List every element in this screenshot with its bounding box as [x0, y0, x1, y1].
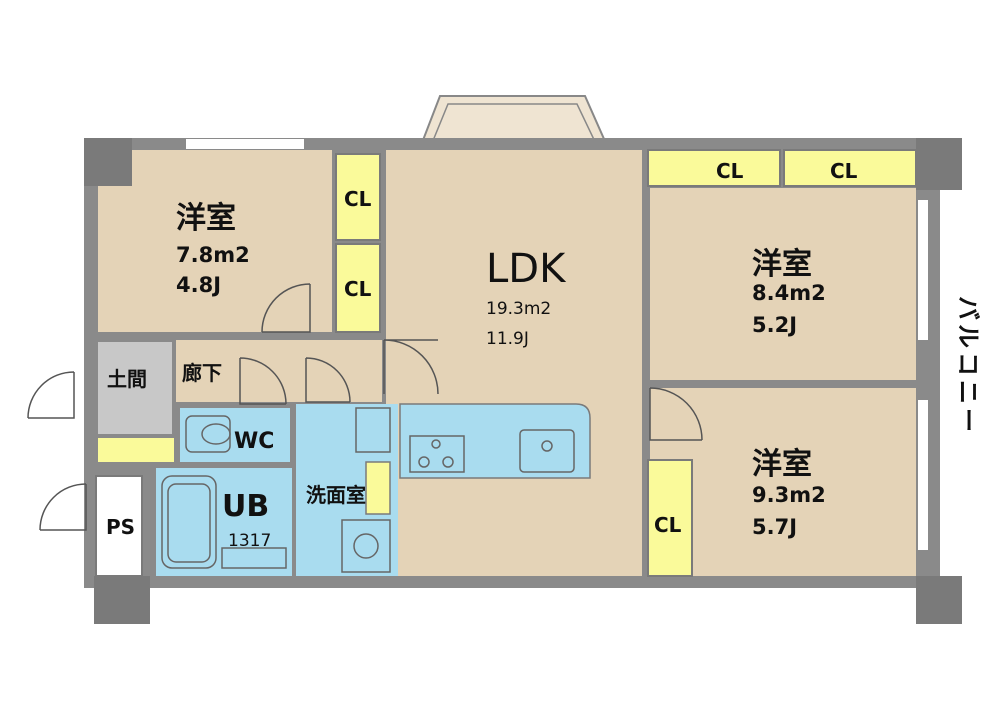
closet-4-label: CL: [830, 159, 858, 183]
svg-text:ル: ル: [954, 324, 982, 348]
svg-text:コ: コ: [954, 352, 982, 376]
ps-area: [95, 475, 143, 577]
hallway-floor: [176, 340, 382, 402]
washroom-label: 洗面室: [306, 483, 366, 507]
pillar-tl: [84, 138, 132, 186]
doma-label: 土間: [107, 367, 147, 391]
western-room-2-area: 8.4m2: [752, 281, 826, 305]
washroom-shelf: [365, 461, 391, 515]
closet-3-label: CL: [716, 159, 744, 183]
western-room-3-jo: 5.7J: [752, 515, 797, 539]
door-swings: [27, 283, 703, 531]
western-room-2-name: 洋室: [752, 247, 812, 282]
ldk-area: 19.3m2: [486, 299, 551, 319]
hallway-label: 廊下: [182, 361, 222, 385]
ldk-name: LDK: [486, 246, 567, 292]
closet-1: [335, 153, 381, 241]
closet-3: [647, 149, 781, 187]
closet-2-label: CL: [344, 277, 372, 301]
closet-5-label: CL: [654, 513, 682, 537]
western-room-1-jo: 4.8J: [176, 273, 221, 297]
western-room-2-jo: 5.2J: [752, 313, 797, 337]
entry-yellow: [98, 438, 174, 462]
ub-size: 1317: [228, 531, 271, 551]
western-room-3-floor: [650, 388, 916, 576]
svg-text:ー: ー: [954, 408, 982, 432]
closet-5: [647, 459, 693, 577]
western-room-1-floor: [98, 150, 332, 332]
closet-1-label: CL: [344, 187, 372, 211]
ldk-floor: [386, 150, 642, 576]
western-room-2-floor: [650, 188, 916, 380]
windows: [186, 139, 928, 550]
pillar-tr: [916, 138, 962, 190]
western-room-3-name: 洋室: [752, 447, 812, 482]
closet-4: [783, 149, 917, 187]
ldk-jo: 11.9J: [486, 329, 529, 349]
svg-text:バ: バ: [954, 296, 982, 320]
western-room-1-area: 7.8m2: [176, 243, 250, 267]
wc-label: WC: [234, 429, 274, 454]
kitchen-counter: [399, 403, 591, 479]
pillar-br: [916, 576, 962, 624]
western-room-1-name: 洋室: [176, 201, 236, 236]
fixtures: [161, 407, 575, 573]
wc-floor: [180, 408, 290, 462]
closet-2: [335, 243, 381, 333]
doma-floor: [98, 342, 172, 434]
western-room-3-area: 9.3m2: [752, 483, 826, 507]
ps-label: PS: [106, 515, 135, 539]
ub-label: UB: [222, 489, 269, 524]
balcony-label: バ ル コ ニ ー: [954, 296, 982, 432]
svg-text:ニ: ニ: [954, 380, 982, 404]
ub-floor: [156, 468, 292, 576]
pillar-bl: [94, 576, 150, 624]
